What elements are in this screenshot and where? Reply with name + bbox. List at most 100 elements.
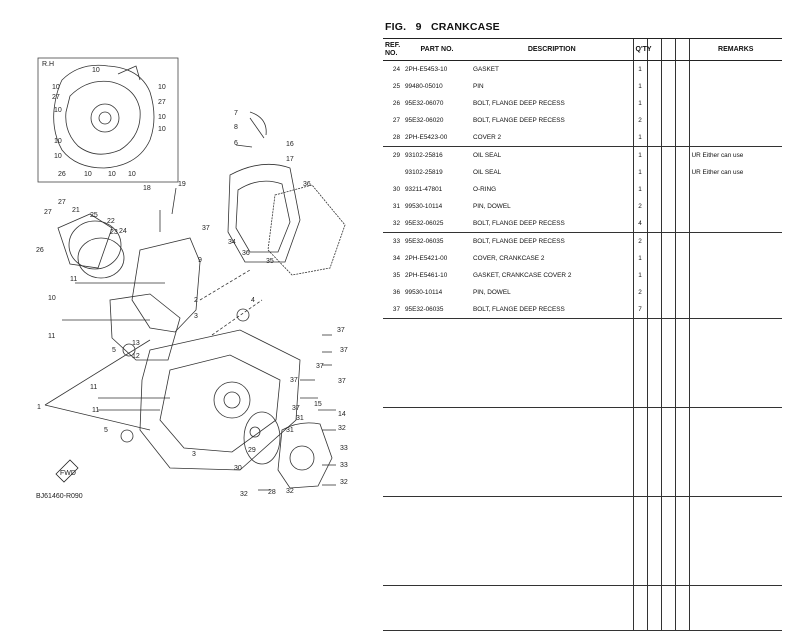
row-description: BOLT, FLANGE DEEP RECESS [473,306,565,313]
svg-text:7: 7 [234,110,238,117]
row-ref: 30 [392,186,400,193]
row-remarks [688,60,782,78]
row-part-no: 2PH-E5461-10 [405,272,448,279]
header-remarks: REMARKS [688,38,782,61]
row-qty: 2 [632,232,647,250]
row-ref: 25 [392,83,400,90]
svg-text:16: 16 [286,141,294,148]
svg-text:27: 27 [52,94,60,101]
header-part-no: PART NO. [403,38,471,61]
svg-text:1: 1 [37,404,41,411]
row-qty: 1 [632,181,647,198]
svg-text:18: 18 [143,185,151,192]
svg-text:10: 10 [54,138,62,145]
row-qty: 7 [632,301,647,319]
svg-text:25: 25 [90,212,98,219]
row-part-no: 93102-25819 [405,169,443,176]
svg-text:33: 33 [340,445,348,452]
svg-text:15: 15 [314,401,322,408]
row-part-no: 93102-25816 [403,146,471,164]
svg-text:37: 37 [292,405,300,412]
row-description: BOLT, FLANGE DEEP RECESS [473,220,565,227]
svg-text:26: 26 [58,171,66,178]
svg-text:37: 37 [337,327,345,334]
row-description: GASKET [473,66,499,73]
svg-text:11: 11 [48,333,55,340]
svg-text:4: 4 [251,297,255,304]
row-part-no: 93211-47801 [405,186,443,193]
row-description: OIL SEAL [473,169,502,176]
svg-text:10: 10 [128,171,136,178]
row-part-no: 95E32-06070 [405,100,444,107]
svg-text:31: 31 [296,415,304,422]
row-ref: 37 [392,306,400,313]
svg-text:21: 21 [72,207,80,214]
empty-row [383,496,782,586]
row-description: GASKET, CRANKCASE COVER 2 [473,272,572,279]
table-header: REF. NO. PART NO. DESCRIPTION Q'TY REMAR… [383,38,782,61]
svg-text:32: 32 [340,479,348,486]
row-remarks [688,95,782,112]
svg-text:R.H: R.H [42,61,54,68]
row-ref: 27 [392,117,400,124]
table-row: 25 99480-05010 PIN 1 [383,78,782,95]
figure-title: FIG. 9 CRANKCASE [385,21,500,33]
row-part-no: 95E32-06035 [403,232,471,250]
fig-label: FIG. [385,21,407,33]
row-remarks [688,112,782,129]
svg-text:5: 5 [104,427,108,434]
svg-text:32: 32 [286,488,294,495]
svg-text:9: 9 [198,257,202,264]
svg-text:10: 10 [48,295,56,302]
callout-labels: R.H 10 10 27 10 10 27 10 10 10 10 26 10 … [36,61,348,500]
svg-text:33: 33 [340,462,348,469]
row-qty: 1 [632,78,647,95]
row-remarks [688,232,782,250]
row-remarks: UR Either can use [688,146,782,164]
row-part-no: 95E32-06020 [405,117,444,124]
row-ref: 35 [392,272,400,279]
svg-text:37: 37 [338,378,346,385]
row-remarks [688,78,782,95]
row-description: PIN [473,83,484,90]
svg-text:10: 10 [84,171,92,178]
fig-name: CRANKCASE [430,21,500,33]
header-description: DESCRIPTION [471,38,633,61]
empty-row [383,318,782,408]
row-ref: 36 [392,289,400,296]
svg-text:17: 17 [286,156,294,163]
row-ref: 24 [392,66,400,73]
svg-text:32: 32 [240,491,248,498]
row-part-no: 99530-10114 [405,289,443,296]
svg-text:11: 11 [92,407,99,414]
row-remarks [688,198,782,215]
svg-text:14: 14 [338,411,346,418]
svg-text:34: 34 [228,239,236,246]
row-remarks [688,301,782,319]
row-description: OIL SEAL [471,146,633,164]
row-qty: 4 [632,215,647,233]
row-part-no: 2PH-E5423-00 [405,134,448,141]
svg-text:27: 27 [158,99,166,106]
row-ref: 31 [392,203,400,210]
svg-text:29: 29 [248,447,256,454]
diagram-code: BJ61460-R090 [36,493,83,500]
row-remarks [688,129,782,147]
row-part-no: 99480-05010 [405,83,443,90]
header-qty: Q'TY [632,38,652,61]
parts-table: REF. NO. PART NO. DESCRIPTION Q'TY REMAR… [383,38,782,631]
row-qty: 1 [632,95,647,112]
fig-number: 9 [415,21,422,33]
svg-text:10: 10 [158,126,166,133]
exploded-parts-diagram: R.H 10 10 27 10 10 27 10 10 10 10 26 10 … [36,57,348,500]
row-part-no: 99530-10114 [405,203,443,210]
svg-text:27: 27 [44,209,52,216]
svg-text:10: 10 [54,153,62,160]
svg-text:28: 28 [268,489,276,496]
row-description: BOLT, FLANGE DEEP RECESS [471,232,633,250]
